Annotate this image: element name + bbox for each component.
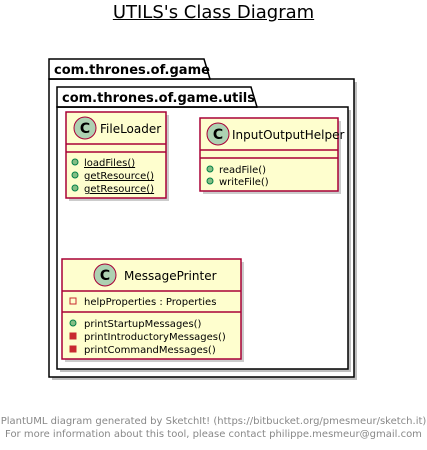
- method-label: getResource(): [84, 184, 154, 195]
- private-marker-icon: [69, 297, 77, 305]
- private-marker-icon: [69, 332, 77, 340]
- method-row: readFile(): [206, 165, 266, 176]
- method-row: loadFiles(): [71, 158, 135, 169]
- class-name: FileLoader: [100, 122, 161, 136]
- diagram-title: UTILS's Class Diagram: [112, 2, 315, 23]
- package-inner-label: com.thrones.of.game.utils: [62, 91, 255, 106]
- public-marker-icon: [206, 165, 214, 173]
- public-marker-icon: [69, 319, 77, 327]
- method-row: getResource(): [71, 184, 154, 195]
- package-outer-label: com.thrones.of.game: [54, 63, 210, 78]
- public-marker-icon: [71, 158, 79, 166]
- public-marker-icon: [206, 177, 214, 185]
- method-label: printStartupMessages(): [84, 319, 202, 330]
- public-marker-icon: [71, 184, 79, 192]
- method-row: printIntroductoryMessages(): [69, 332, 226, 343]
- field-row: helpProperties : Properties: [69, 297, 216, 308]
- class-stereotype-letter: C: [213, 127, 223, 143]
- private-marker-icon: [69, 345, 77, 353]
- class-stereotype-letter: C: [80, 121, 90, 137]
- class-file-loader: C FileLoader loadFiles() getResource() g…: [65, 111, 169, 201]
- footer-line-1: PlantUML diagram generated by SketchIt! …: [0, 416, 427, 427]
- class-message-printer: C MessagePrinter helpProperties : Proper…: [61, 258, 244, 362]
- class-stereotype-icon: [93, 263, 117, 287]
- class-stereotype-letter: C: [100, 268, 110, 284]
- method-label: loadFiles(): [84, 158, 135, 169]
- method-row: printStartupMessages(): [69, 319, 202, 330]
- method-row: writeFile(): [206, 177, 269, 188]
- class-input-output-helper: C InputOutputHelper readFile() writeFile…: [199, 117, 344, 194]
- class-name: InputOutputHelper: [232, 128, 344, 142]
- method-label: printIntroductoryMessages(): [84, 332, 226, 343]
- class-stereotype-icon: [206, 122, 230, 146]
- method-row: getResource(): [71, 171, 154, 182]
- public-marker-icon: [71, 171, 79, 179]
- method-label: getResource(): [84, 171, 154, 182]
- field-label: helpProperties : Properties: [84, 297, 216, 308]
- method-label: readFile(): [219, 165, 266, 176]
- method-label: printCommandMessages(): [84, 345, 216, 356]
- footer-line-2: For more information about this tool, pl…: [5, 429, 422, 440]
- method-label: writeFile(): [219, 177, 269, 188]
- method-row: printCommandMessages(): [69, 345, 216, 356]
- class-name: MessagePrinter: [124, 269, 217, 283]
- class-stereotype-icon: [73, 116, 97, 140]
